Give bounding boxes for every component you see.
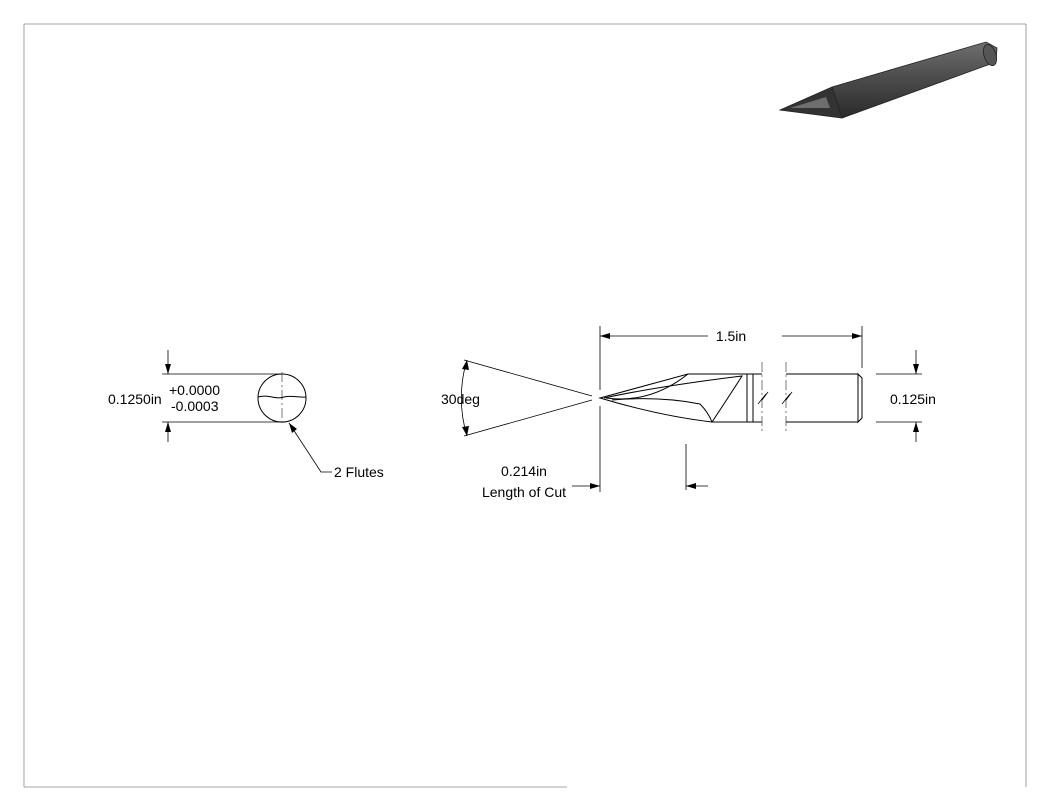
flutes-label: 2 Flutes <box>334 464 384 480</box>
break-symbol-right <box>781 391 793 405</box>
isometric-tool-view <box>778 41 998 119</box>
cut-length-caption: Length of Cut <box>482 484 566 500</box>
tip-angle-label: 30deg <box>441 391 480 407</box>
end-view-tol-minus: -0.0003 <box>171 398 219 414</box>
tool-shank-body <box>829 41 998 119</box>
sheet-border <box>23 23 1027 788</box>
overall-length-label: 1.5in <box>716 328 746 344</box>
break-symbol-left <box>757 391 769 405</box>
tool-shank-end <box>982 43 998 67</box>
flute-split-line <box>257 395 307 399</box>
shank-diameter-label: 0.125in <box>890 391 936 407</box>
flute-lip-curve <box>605 373 689 400</box>
flute-curve <box>603 375 743 423</box>
cut-length-value: 0.214in <box>501 463 547 479</box>
end-view <box>162 350 332 473</box>
side-view <box>460 326 922 492</box>
tool-tip-facet <box>790 97 830 108</box>
flute-inner-curve <box>611 398 713 423</box>
tool-tip-outline <box>598 373 748 423</box>
end-view-tol-plus: +0.0000 <box>169 382 220 398</box>
end-view-diameter-label: 0.1250in <box>108 391 162 407</box>
